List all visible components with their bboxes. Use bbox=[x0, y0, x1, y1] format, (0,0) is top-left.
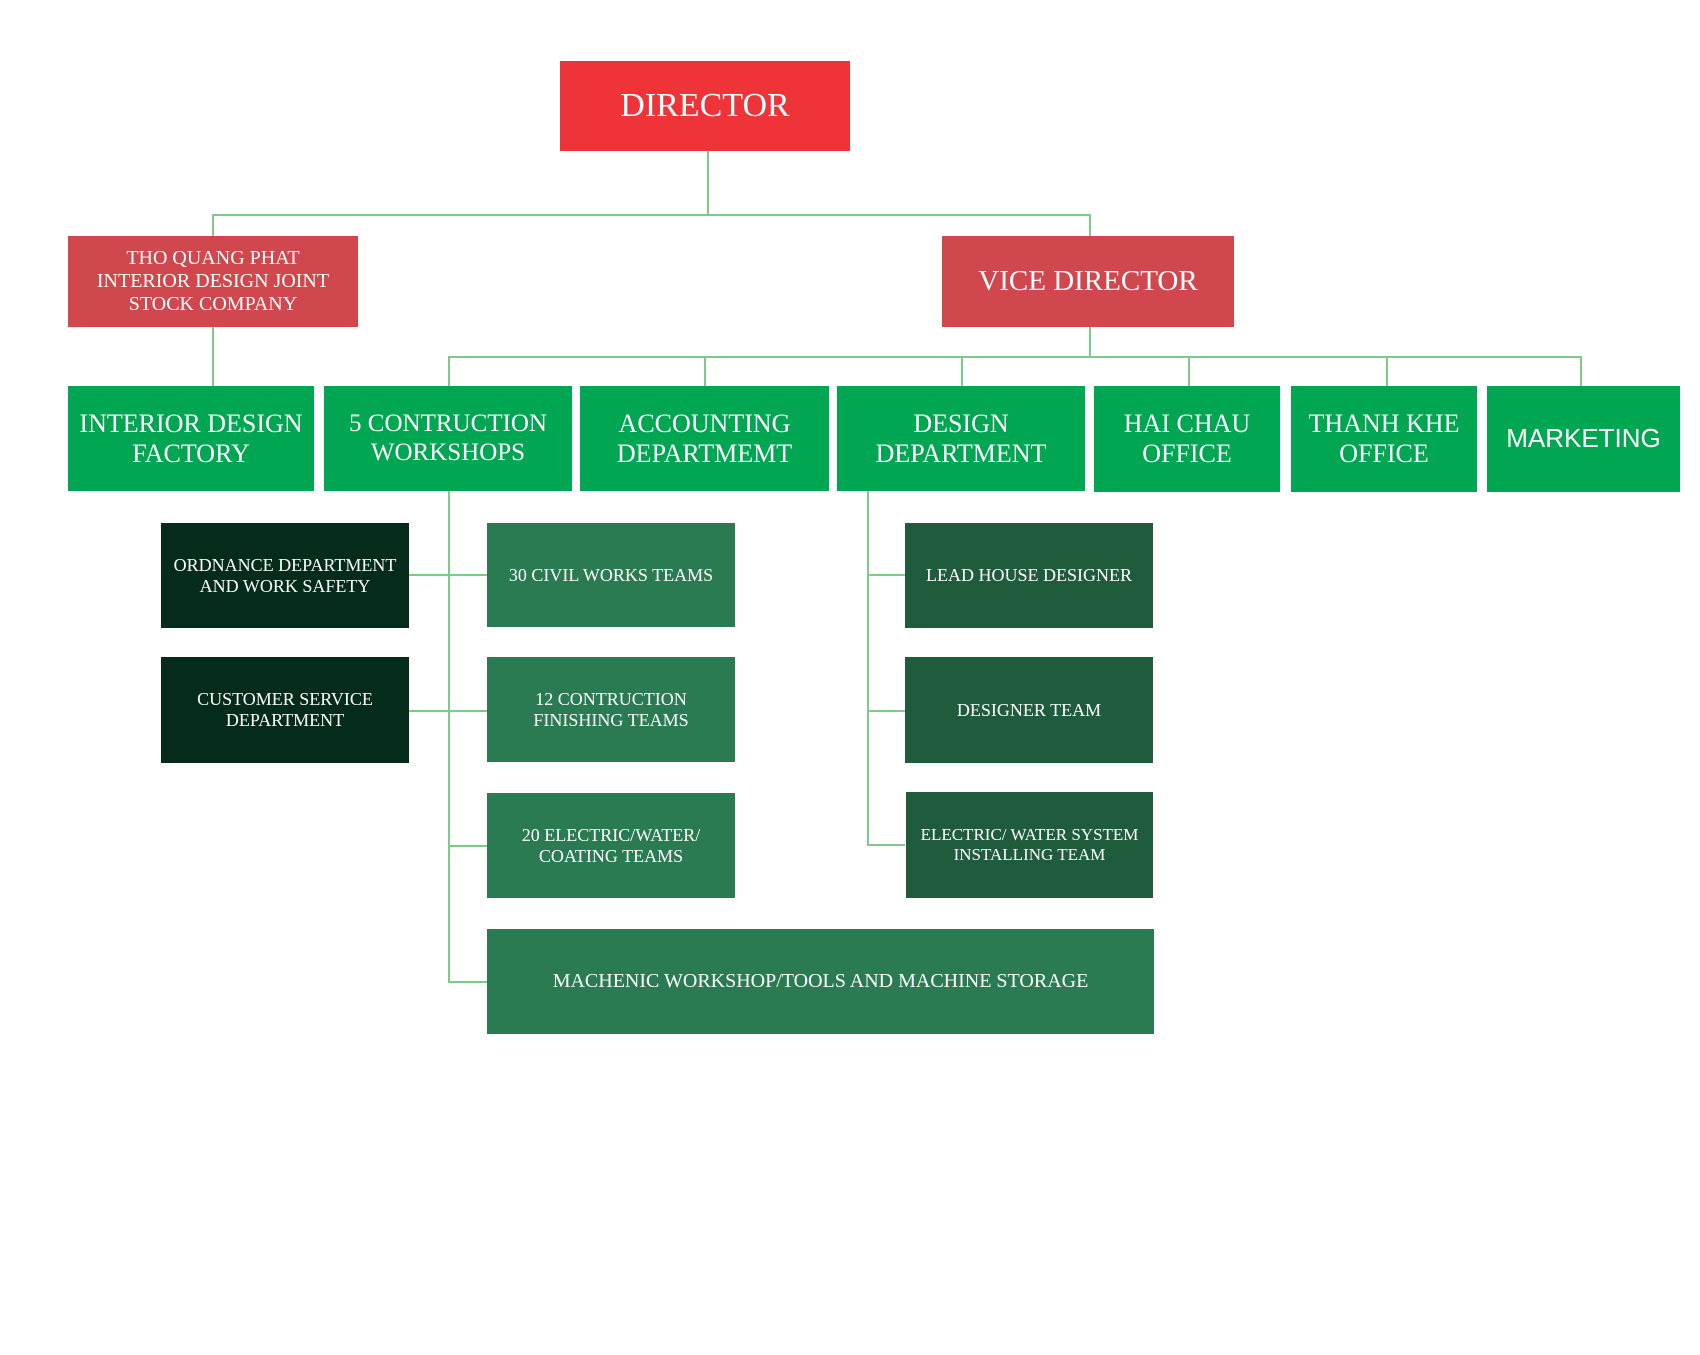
electric-water-installing-box: ELECTRIC/ WATER SYSTEM INSTALLING TEAM bbox=[906, 792, 1153, 898]
connector-workshops-spine bbox=[448, 491, 450, 983]
connector-company-down bbox=[212, 327, 214, 386]
director-box: DIRECTOR bbox=[560, 61, 850, 151]
thanh-khe-office-box: THANH KHE OFFICE bbox=[1291, 386, 1477, 492]
connector-dept-bar bbox=[448, 356, 1582, 358]
connector-thanhkhe-drop bbox=[1386, 356, 1388, 386]
electric-coating-teams-box: 20 ELECTRIC/WATER/ COATING TEAMS bbox=[487, 793, 735, 898]
machenic-workshop-box: MACHENIC WORKSHOP/TOOLS AND MACHINE STOR… bbox=[487, 929, 1154, 1034]
customer-service-box: CUSTOMER SERVICE DEPARTMENT bbox=[161, 657, 409, 763]
connector-top-bar bbox=[212, 214, 1091, 216]
connector-vice-down bbox=[1089, 327, 1091, 358]
connector-design-drop bbox=[961, 356, 963, 386]
designer-team-box: DESIGNER TEAM bbox=[905, 657, 1153, 763]
vice-director-box: VICE DIRECTOR bbox=[942, 236, 1234, 327]
connector-design-spine bbox=[867, 491, 869, 846]
construction-workshops-box: 5 CONTRUCTION WORKSHOPS bbox=[324, 386, 572, 491]
interior-design-factory-box: INTERIOR DESIGN FACTORY bbox=[68, 386, 314, 491]
ordnance-department-box: ORDNANCE DEPARTMENT AND WORK SAFETY bbox=[161, 523, 409, 628]
connector-electricwater-link bbox=[867, 844, 905, 846]
connector-lead-link bbox=[867, 574, 905, 576]
connector-ordnance-link bbox=[408, 574, 488, 576]
connector-workshops-drop bbox=[448, 356, 450, 386]
connector-company-drop bbox=[212, 214, 214, 236]
marketing-box: MARKETING bbox=[1487, 386, 1680, 492]
finishing-teams-box: 12 CONTRUCTION FINISHING TEAMS bbox=[487, 657, 735, 762]
connector-designer-link bbox=[867, 710, 905, 712]
connector-director-down bbox=[707, 150, 709, 216]
connector-vice-drop bbox=[1089, 214, 1091, 236]
connector-machenic-link bbox=[448, 981, 488, 983]
civil-works-teams-box: 30 CIVIL WORKS TEAMS bbox=[487, 523, 735, 627]
design-department-box: DESIGN DEPARTMENT bbox=[837, 386, 1085, 491]
connector-accounting-drop bbox=[704, 356, 706, 386]
connector-electric-link bbox=[448, 845, 488, 847]
company-box: THO QUANG PHAT INTERIOR DESIGN JOINT STO… bbox=[68, 236, 358, 327]
connector-customer-link bbox=[408, 710, 488, 712]
hai-chau-office-box: HAI CHAU OFFICE bbox=[1094, 386, 1280, 492]
connector-haichau-drop bbox=[1188, 356, 1190, 386]
accounting-department-box: ACCOUNTING DEPARTMEMT bbox=[580, 386, 829, 491]
lead-house-designer-box: LEAD HOUSE DESIGNER bbox=[905, 523, 1153, 628]
connector-marketing-drop bbox=[1580, 356, 1582, 386]
